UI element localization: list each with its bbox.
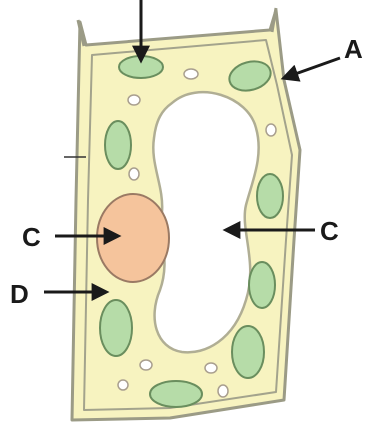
chloroplast [257,174,283,218]
granule [266,124,276,136]
chloroplast [100,300,132,356]
granule [140,360,152,370]
chloroplast [150,381,202,407]
label-d: D [10,279,29,309]
label-a: A [344,34,363,64]
granule [184,69,198,79]
chloroplast [105,121,131,169]
granule [128,95,140,105]
granule [118,380,128,390]
granule [218,385,228,397]
granule [205,363,217,373]
chloroplast [249,262,275,308]
nucleus [97,194,169,282]
chloroplast [232,326,264,378]
granule [129,168,139,180]
label-c-left: C [22,222,41,252]
label-c-right: C [320,216,339,246]
arrow-a [284,58,340,78]
